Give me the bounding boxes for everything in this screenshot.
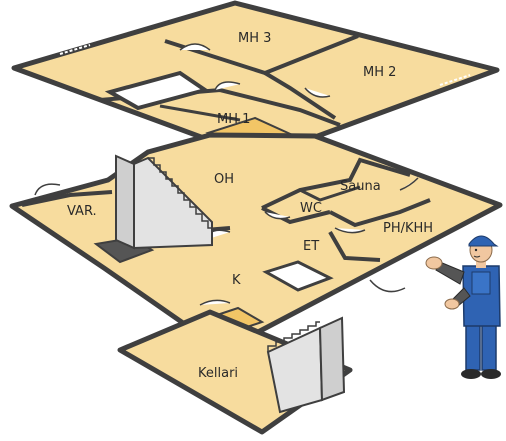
worker-left-arm — [435, 261, 465, 285]
door-swing-wc — [264, 211, 291, 220]
upper-floor: MH 3 MH 2 MH 1 — [11, 0, 500, 162]
door-swing-mh3 — [179, 43, 211, 51]
worker-eye — [474, 248, 478, 252]
upper-window-2 — [439, 74, 471, 86]
basement-floor: Kellari — [117, 309, 353, 435]
ground-floor: OH Sauna WC VAR. PH/KHH ET K — [9, 132, 503, 335]
worker-right-hand — [444, 298, 460, 310]
upper-window-1 — [59, 44, 91, 55]
worker-right-leg — [481, 321, 497, 371]
worker-bib — [471, 271, 491, 295]
room-label-k: K — [232, 273, 241, 288]
room-label-oh: OH — [214, 172, 234, 187]
basement-stair-steps — [267, 321, 320, 352]
room-label-var: VAR. — [67, 204, 97, 219]
stair-block-face — [133, 156, 213, 250]
worker-mouth — [473, 255, 481, 258]
door-swing-ph — [334, 227, 366, 234]
room-label-wc: WC — [300, 201, 322, 216]
door-swing-ground-k2 — [199, 299, 231, 306]
worker-figure — [425, 235, 501, 379]
room-label-ph-khh: PH/KHH — [383, 221, 433, 236]
door-swing-mh2 — [304, 87, 331, 98]
ground-wall-var — [21, 190, 113, 207]
room-label-kellari: Kellari — [198, 366, 238, 381]
worker-neck — [476, 258, 486, 268]
basement-stair-side — [318, 316, 346, 402]
upper-wall-mh2-west — [263, 71, 337, 120]
worker-right-shoe — [481, 369, 501, 379]
worker-left-leg — [465, 321, 481, 371]
room-label-sauna: Sauna — [340, 179, 381, 194]
door-swing-sauna — [399, 177, 419, 191]
worker-left-hand — [425, 256, 443, 270]
room-label-et: ET — [303, 239, 319, 254]
worker-cap — [468, 235, 499, 247]
stair-block-side — [115, 154, 135, 250]
ground-wall-wc-south — [261, 206, 331, 225]
room-label-mh2: MH 2 — [363, 65, 396, 80]
ground-wall-sauna — [299, 185, 361, 202]
worker-left-shoe — [461, 369, 481, 379]
upper-wall-mh1-north — [159, 104, 241, 122]
door-swing-var — [34, 183, 61, 196]
upper-floor-slab — [11, 0, 500, 161]
room-label-mh3: MH 3 — [238, 31, 271, 46]
door-swing-entrance — [369, 279, 406, 293]
ground-wall-et — [328, 231, 381, 262]
stair-opening — [104, 70, 210, 111]
door-swing-mh1 — [214, 81, 241, 91]
ground-wall-wc-block — [261, 157, 411, 210]
k-opening — [262, 260, 334, 292]
room-label-mh1: MH 1 — [217, 112, 250, 127]
ground-wall-ph — [329, 198, 431, 228]
stair-steps — [148, 157, 212, 229]
